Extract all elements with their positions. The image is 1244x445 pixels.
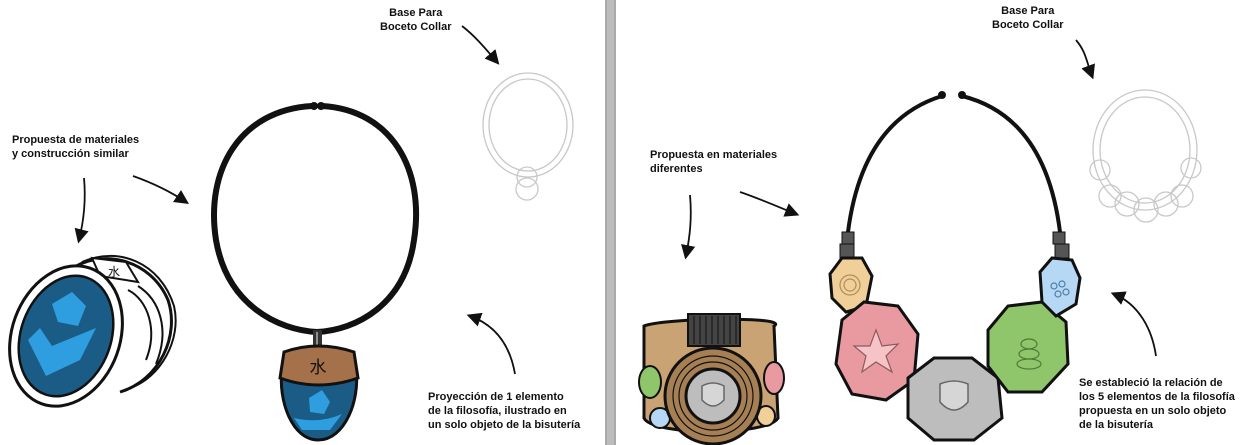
arrow-down-to-ring — [74, 177, 89, 244]
relation-label-line: de la bisutería — [1079, 419, 1153, 431]
base-sketch-label-line: Boceto Collar — [380, 21, 452, 33]
arrow-down-to-bracelet — [681, 194, 696, 260]
stone-earth — [828, 256, 874, 314]
materials-label-line: y construcción similar — [12, 148, 129, 160]
water-pendant — [278, 344, 360, 442]
relation-label-line: Se estableció la relación de — [1079, 377, 1223, 389]
stone-wood — [986, 300, 1070, 394]
projection-label: Proyección de 1 elemento de la filosofía… — [428, 390, 580, 432]
materials-label: Propuesta en materiales diferentes — [650, 148, 777, 176]
arrow-to-base-sketch — [1075, 39, 1095, 80]
projection-label-line: un solo objeto de la bisutería — [428, 419, 581, 431]
materials-label-line: Propuesta de materiales — [12, 134, 140, 146]
projection-label-line: de la filosofía, ilustrado en — [428, 405, 567, 417]
arrow-to-pendant — [466, 312, 516, 375]
base-sketch-label-line: Base Para — [1001, 5, 1055, 17]
base-sketch-label-line: Boceto Collar — [992, 19, 1064, 31]
base-sketch-label: Base Para Boceto Collar — [380, 6, 452, 34]
base-necklace-sketch — [482, 72, 574, 201]
right-panel: Base Para Boceto Collar Propuesta en mat… — [616, 0, 1244, 445]
relation-label: Se estableció la relación de los 5 eleme… — [1079, 376, 1235, 432]
left-illustration: 水 水 — [8, 25, 574, 442]
relation-label-line: propuesta en un solo objeto — [1079, 405, 1227, 417]
five-elements-bracelet — [638, 313, 785, 445]
base-sketch-label: Base Para Boceto Collar — [992, 4, 1064, 32]
necklace-cord — [839, 91, 1070, 259]
stone-water — [1038, 256, 1082, 318]
arrow-to-base-sketch — [461, 25, 500, 65]
materials-label-line: Propuesta en materiales — [650, 149, 778, 161]
stone-metal — [906, 356, 1004, 442]
relation-label-line: los 5 elementos de la filosofía — [1079, 391, 1235, 403]
left-panel: 水 水 Base Para Boceto Collar Propuesta de… — [0, 0, 605, 445]
water-ring — [8, 254, 177, 408]
projection-label-line: Proyección de 1 elemento — [428, 391, 564, 403]
materials-label: Propuesta de materiales y construcción s… — [12, 133, 139, 161]
arrow-to-stones — [1110, 291, 1157, 357]
base-sketch-label-line: Base Para — [389, 7, 443, 19]
base-necklace-sketch — [1089, 89, 1202, 223]
necklace-cord — [211, 102, 420, 346]
stone-fire — [834, 300, 920, 402]
right-illustration — [638, 39, 1202, 445]
panel-divider — [605, 0, 616, 445]
materials-label-line: diferentes — [650, 163, 703, 175]
ring-glyph: 水 — [108, 265, 120, 279]
pendant-glyph: 水 — [310, 358, 327, 378]
arrow-to-necklace — [739, 191, 800, 217]
arrow-to-necklace — [132, 175, 189, 204]
